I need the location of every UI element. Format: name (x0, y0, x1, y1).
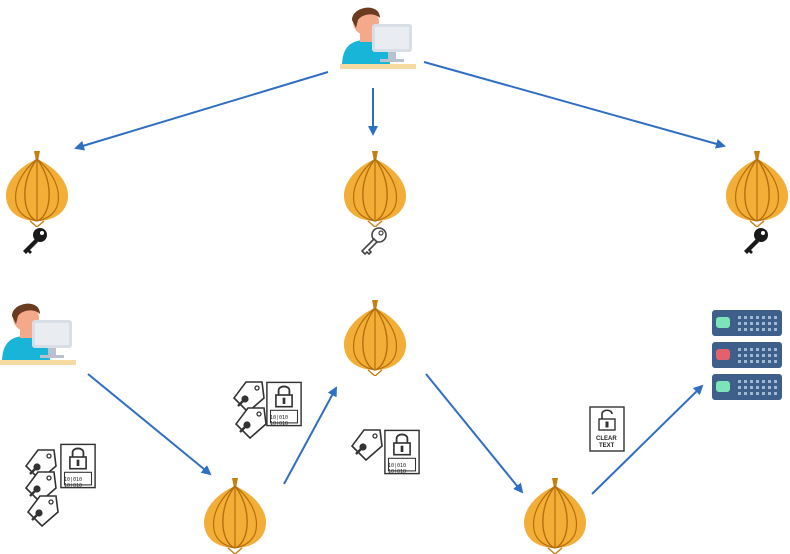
packet-bits-1: 10|010 (64, 477, 82, 483)
arrow-entry-to-middle-relay (283, 386, 337, 485)
arrow-client-to-entry-relay (87, 373, 212, 476)
clear-text-label: CLEAR (596, 436, 617, 442)
encrypted-packet-icon: 10|010 10|010 (232, 380, 302, 440)
packet-bits-2: 10|010 (64, 483, 82, 489)
arrow-client-to-onion-left (74, 71, 329, 151)
user-at-computer-icon (340, 7, 416, 70)
encrypted-packet-icon: 10|010 10|010 (350, 428, 420, 475)
encrypted-packet-icon: 10|010 10|010 (24, 443, 96, 528)
onion-icon (523, 477, 587, 554)
packet-bits-2: 10|010 (388, 469, 406, 475)
packet-bits-1: 10|010 (270, 415, 288, 421)
user-at-computer-icon (0, 303, 76, 365)
arrow-middle-to-exit-relay (425, 373, 524, 494)
packet-bits-1: 10|010 (388, 463, 406, 469)
key-icon (361, 227, 387, 255)
server-icon (712, 310, 782, 400)
clear-text-packet-icon: CLEAR TEXT (589, 406, 625, 452)
onion-icon (725, 150, 789, 227)
onion-icon (343, 150, 407, 227)
key-icon (23, 228, 47, 254)
onion-icon (203, 477, 267, 554)
key-icon (744, 228, 768, 254)
arrow-exit-relay-to-server (591, 384, 704, 495)
arrows (74, 61, 726, 495)
packet-bits-2: 10|010 (270, 421, 288, 427)
onion-icon (5, 150, 69, 227)
clear-text-label: TEXT (599, 443, 615, 449)
onion-icon (343, 299, 407, 376)
arrow-client-to-onion-right (423, 61, 726, 149)
